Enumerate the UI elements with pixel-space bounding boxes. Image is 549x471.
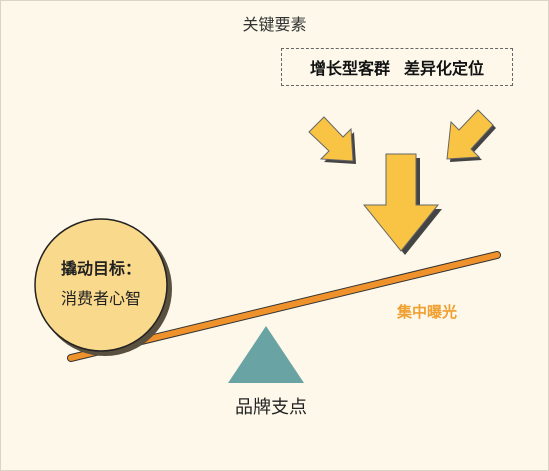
coin [34, 218, 172, 356]
diagonal-arrow-left-icon [308, 116, 356, 164]
diagonal-arrow-right-icon [446, 109, 496, 162]
key-element-2: 差异化定位 [404, 59, 485, 78]
fulcrum-triangle [228, 326, 304, 383]
down-arrow-icon [362, 153, 442, 255]
key-elements-title: 关键要素 [242, 15, 307, 34]
coin-line-1: 撬动目标： [60, 259, 141, 278]
key-element-1: 增长型客群 [309, 59, 390, 78]
coin-text: 撬动目标： 消费者心智 [36, 254, 166, 314]
beam-label: 集中曝光 [397, 303, 458, 321]
key-elements-box: 增长型客群 差异化定位 [281, 48, 513, 86]
coin-line-2: 消费者心智 [60, 289, 141, 308]
fulcrum-label: 品牌支点 [235, 397, 307, 418]
